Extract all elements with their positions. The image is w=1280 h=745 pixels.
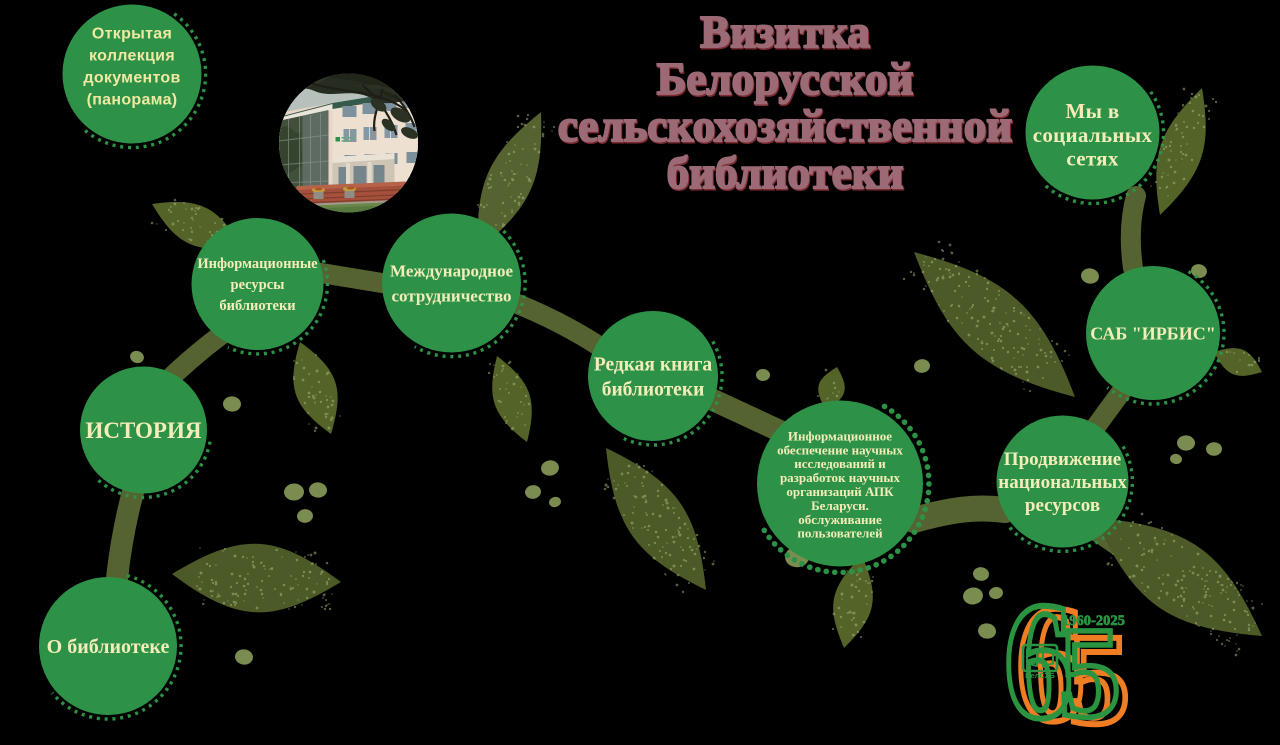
svg-text:6: 6 — [1016, 571, 1085, 745]
svg-text:5: 5 — [1059, 601, 1121, 745]
svg-text:6: 6 — [1004, 568, 1073, 745]
svg-text:сельскохозяйственной: сельскохозяйственной — [558, 101, 1013, 151]
svg-text:Белорусской: Белорусской — [658, 56, 915, 106]
svg-text:Визитка: Визитка — [701, 9, 871, 59]
svg-text:библиотеки: библиотеки — [668, 150, 905, 200]
svg-text:САБ "ИРБИС": САБ "ИРБИС" — [1090, 323, 1215, 343]
svg-text:библиотеки: библиотеки — [667, 148, 904, 198]
svg-text:БелСХБ: БелСХБ — [1025, 671, 1055, 680]
svg-text:сельскохозяйственной: сельскохозяйственной — [559, 103, 1014, 153]
svg-text:Белорусской: Белорусской — [657, 54, 914, 104]
svg-text:О библиотеке: О библиотеке — [47, 636, 170, 658]
svg-text:1960-2025: 1960-2025 — [1062, 613, 1125, 629]
svg-text:Визитка: Визитка — [700, 7, 870, 57]
svg-text:ИСТОРИЯ: ИСТОРИЯ — [86, 418, 202, 443]
svg-text:5: 5 — [1068, 608, 1130, 745]
